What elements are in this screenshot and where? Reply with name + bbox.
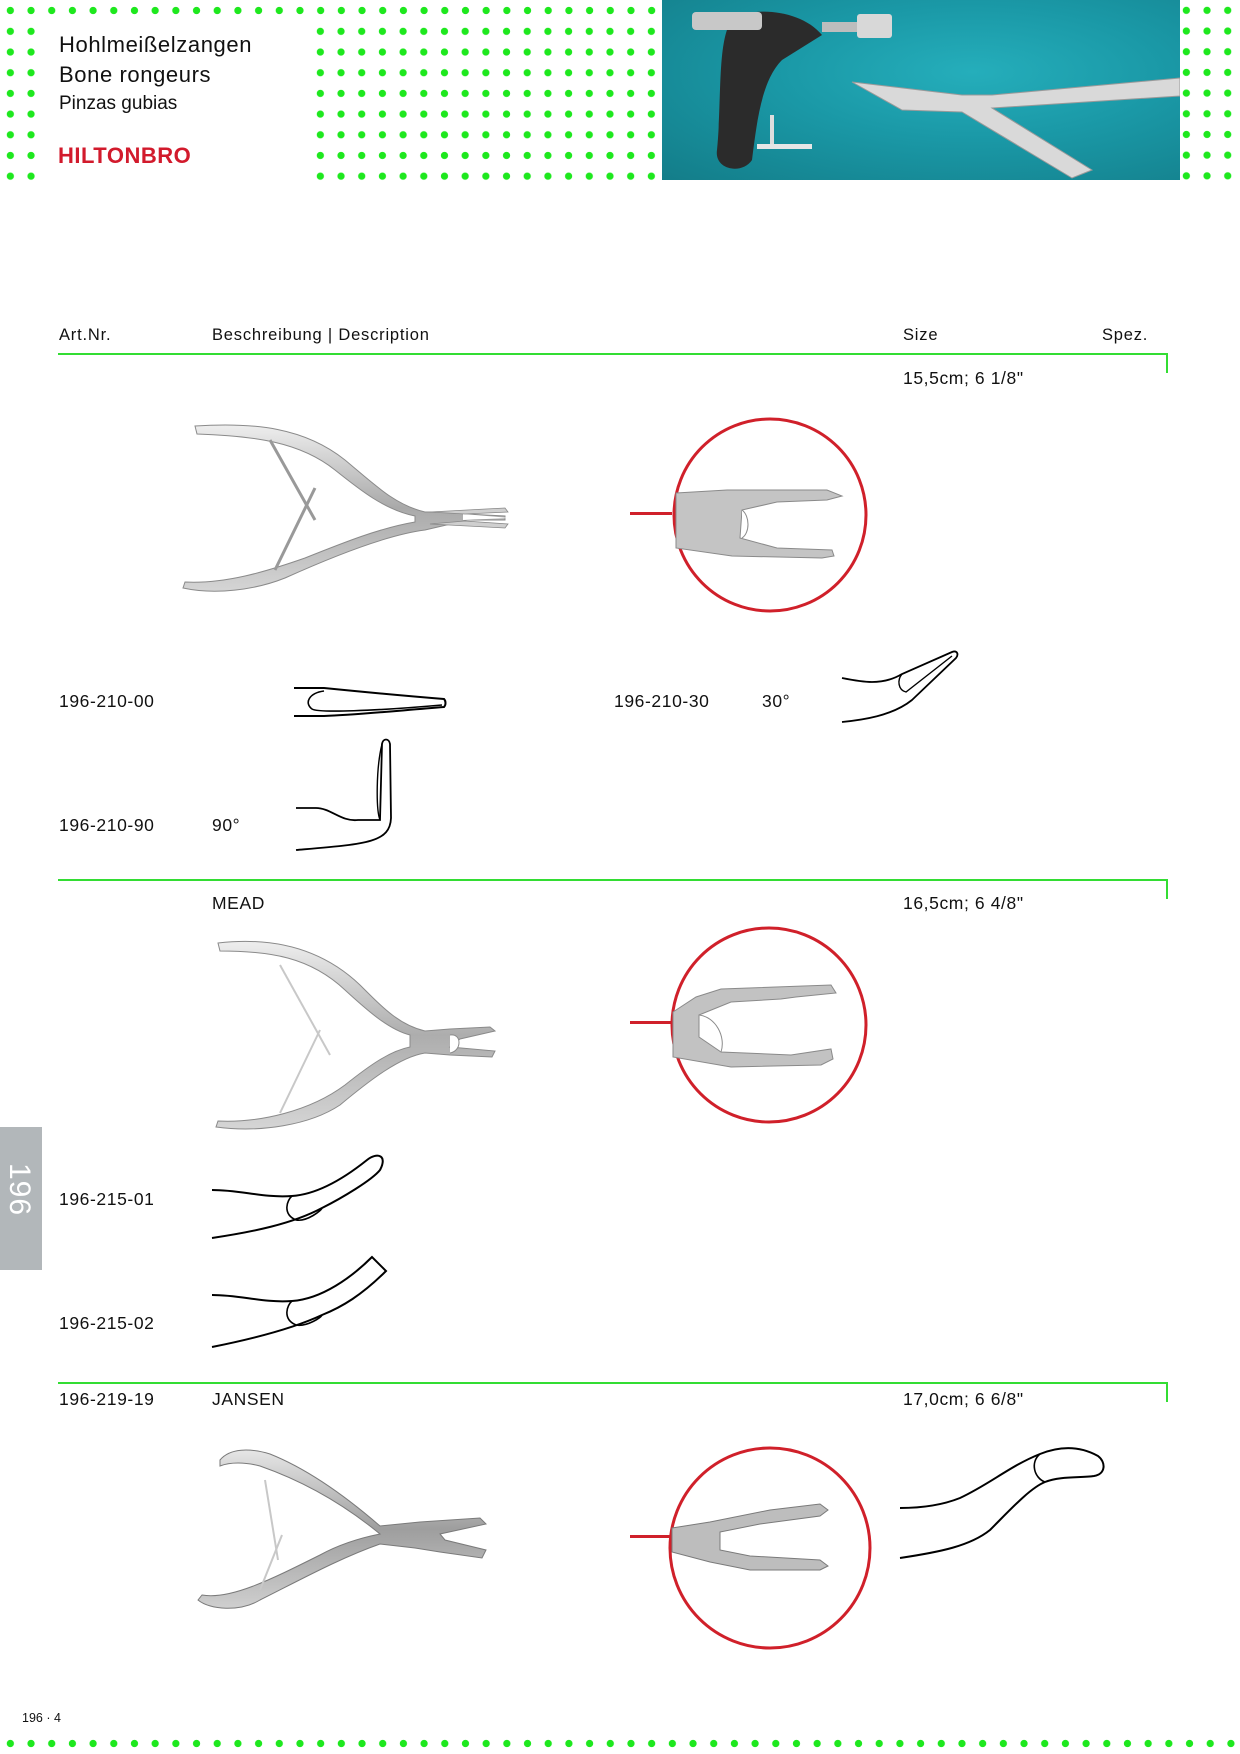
dot-pattern-middle: [310, 21, 662, 181]
page-title-spanish: Pinzas gubias: [59, 93, 178, 114]
section-2-name: MEAD: [212, 893, 265, 913]
drill-and-rongeur-illustration: [692, 11, 1180, 179]
angle-label-30: 30°: [762, 691, 791, 711]
detail-pointer-line-1: [630, 512, 672, 515]
section-divider-3-end: [1166, 1382, 1168, 1402]
column-header-spec: Spez.: [1102, 326, 1149, 344]
tip-drawing-30-degree: [841, 650, 959, 723]
article-number-196-210-90[interactable]: 196-210-90: [59, 815, 155, 835]
section-divider-2: [58, 879, 1168, 881]
tip-drawing-jansen: [899, 1447, 1105, 1559]
rongeur-instrument-image-1: [182, 424, 510, 592]
article-number-196-215-01[interactable]: 196-215-01: [59, 1189, 155, 1209]
dot-pattern-left-column: [0, 21, 42, 181]
chapter-side-tab[interactable]: 196: [0, 1127, 42, 1270]
section-divider-2-end: [1166, 879, 1168, 899]
detail-pointer-line-3: [630, 1535, 672, 1538]
section-2-size: 16,5cm; 6 4/8": [903, 893, 1024, 913]
column-header-description: Beschreibung | Description: [212, 326, 430, 344]
dot-pattern-top-row: [0, 0, 662, 21]
brand-logo: HILTONBRO: [58, 143, 192, 168]
page-title-english: Bone rongeurs: [59, 62, 212, 87]
article-number-196-219-19[interactable]: 196-219-19: [59, 1389, 155, 1409]
section-3-size: 17,0cm; 6 6/8": [903, 1389, 1024, 1409]
header-product-photo: [662, 0, 1180, 180]
page-title-german: Hohlmeißelzangen: [59, 32, 253, 57]
tip-drawing-straight: [294, 687, 447, 717]
article-number-196-210-30[interactable]: 196-210-30: [614, 691, 710, 711]
section-divider-1-end: [1166, 353, 1168, 373]
tip-drawing-mead-square: [211, 1255, 388, 1348]
dot-pattern-right: [1180, 0, 1240, 181]
section-3-name: JANSEN: [212, 1389, 285, 1409]
column-header-art-nr: Art.Nr.: [59, 326, 112, 344]
angle-label-90: 90°: [212, 815, 241, 835]
tip-drawing-mead-round: [211, 1154, 384, 1239]
rongeur-instrument-image-2: [215, 940, 497, 1130]
tip-drawing-90-degree: [295, 738, 392, 851]
section-divider-1: [58, 353, 1168, 355]
rongeur-instrument-image-3: [197, 1449, 488, 1609]
detail-magnifier-circle-2: [670, 926, 868, 1124]
chapter-number: 196: [3, 1163, 36, 1217]
article-number-196-210-00[interactable]: 196-210-00: [59, 691, 155, 711]
section-divider-3: [58, 1382, 1168, 1384]
section-1-size: 15,5cm; 6 1/8": [903, 368, 1024, 388]
detail-magnifier-circle-3: [668, 1446, 872, 1650]
detail-magnifier-circle-1: [672, 417, 868, 613]
page-number: 196 · 4: [22, 1711, 61, 1725]
dot-pattern-bottom-row: [0, 1733, 1240, 1754]
detail-pointer-line-2: [630, 1021, 672, 1024]
column-header-size: Size: [903, 326, 939, 344]
article-number-196-215-02[interactable]: 196-215-02: [59, 1313, 155, 1333]
